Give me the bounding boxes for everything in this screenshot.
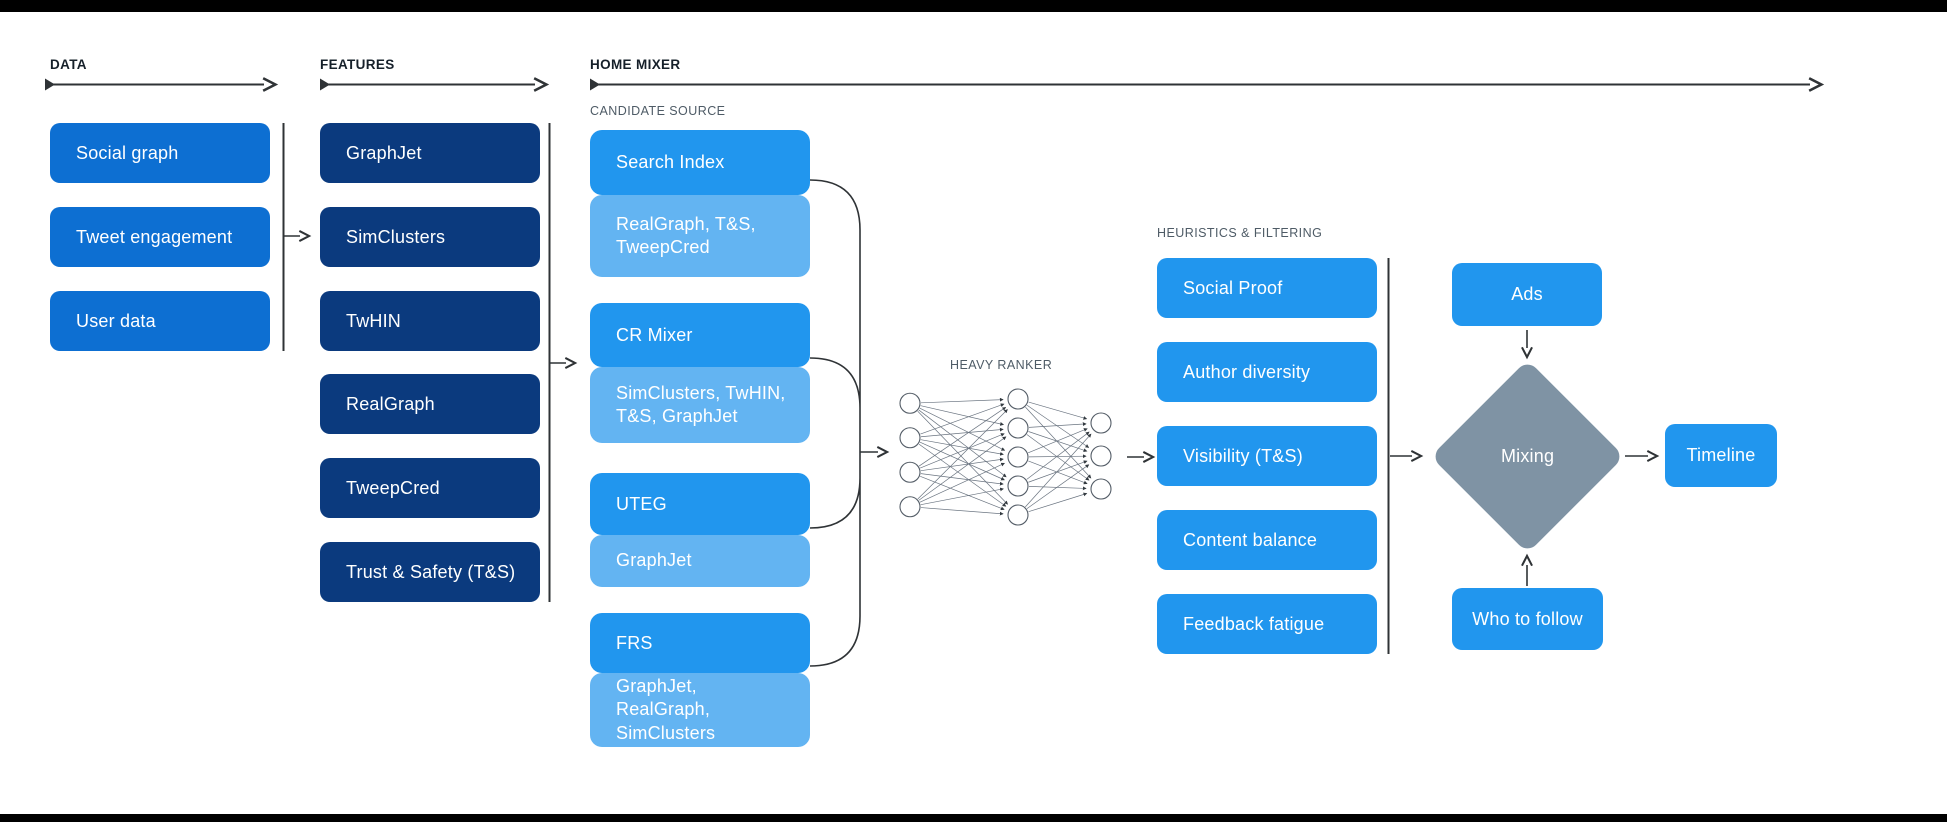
bottom-black-bar <box>0 814 1947 822</box>
node-label: Content balance <box>1183 529 1318 550</box>
node-label: Social Proof <box>1183 277 1283 298</box>
node-trust-safety: Trust & Safety (T&S) <box>320 542 540 602</box>
node-label: Feedback fatigue <box>1183 613 1325 634</box>
node-ads: Ads <box>1452 263 1602 326</box>
node-uteg-sources: GraphJet <box>590 535 810 587</box>
node-label: Visibility (T&S) <box>1183 445 1303 466</box>
node-tweet-engagement: Tweet engagement <box>50 207 270 267</box>
node-who-to-follow: Who to follow <box>1452 588 1603 650</box>
node-sublabel: SimClusters, TwHIN, T&S, GraphJet <box>616 382 786 426</box>
node-social-graph: Social graph <box>50 123 270 183</box>
node-label: Search Index <box>616 152 725 172</box>
node-sublabel: GraphJet, RealGraph, SimClusters <box>616 676 716 743</box>
node-label: Author diversity <box>1183 361 1311 382</box>
section-header-data: DATA <box>50 57 87 72</box>
node-user-data: User data <box>50 291 270 351</box>
node-label: Ads <box>1511 284 1543 304</box>
node-graphjet: GraphJet <box>320 123 540 183</box>
section-header-home-mixer: HOME MIXER <box>590 57 681 72</box>
node-realgraph: RealGraph <box>320 374 540 434</box>
node-author-diversity: Author diversity <box>1157 342 1377 402</box>
node-simclusters: SimClusters <box>320 207 540 267</box>
node-feedback-fatigue: Feedback fatigue <box>1157 594 1377 654</box>
features-header-arrow <box>320 77 550 92</box>
node-timeline: Timeline <box>1665 424 1777 487</box>
node-label: Tweet engagement <box>76 226 233 247</box>
node-label: UTEG <box>616 493 667 514</box>
node-tweepcred: TweepCred <box>320 458 540 518</box>
heavy-ranker-network <box>899 388 1112 526</box>
node-cr-mixer-sources: SimClusters, TwHIN, T&S, GraphJet <box>590 367 810 443</box>
node-label: GraphJet <box>346 142 422 163</box>
node-label: Social graph <box>76 142 179 163</box>
node-visibility-ts: Visibility (T&S) <box>1157 426 1377 486</box>
node-label: TwHIN <box>346 310 401 331</box>
node-twhin: TwHIN <box>320 291 540 351</box>
node-label: Timeline <box>1686 445 1756 465</box>
heavy-ranker-label: HEAVY RANKER <box>950 358 1053 372</box>
candidate-source-label: CANDIDATE SOURCE <box>590 104 726 118</box>
node-label: FRS <box>616 632 653 653</box>
node-label: CR Mixer <box>616 324 693 345</box>
node-cr-mixer: CR Mixer <box>590 303 810 367</box>
node-label: SimClusters <box>346 226 446 247</box>
node-sublabel: RealGraph, T&S, TweepCred <box>616 213 756 257</box>
node-frs-sources: GraphJet, RealGraph, SimClusters <box>590 673 810 747</box>
node-search-index-sources: RealGraph, T&S, TweepCred <box>590 195 810 277</box>
node-frs: FRS <box>590 613 810 673</box>
node-label: User data <box>76 310 156 331</box>
top-black-bar <box>0 0 1947 12</box>
node-label: TweepCred <box>346 477 440 498</box>
node-label: Who to follow <box>1472 608 1583 629</box>
home-mixer-header-arrow <box>590 77 1825 92</box>
node-label: Mixing <box>1500 445 1554 466</box>
node-label: Trust & Safety (T&S) <box>346 561 516 582</box>
node-label: RealGraph <box>346 393 435 414</box>
node-social-proof: Social Proof <box>1157 258 1377 318</box>
node-content-balance: Content balance <box>1157 510 1377 570</box>
node-uteg: UTEG <box>590 473 810 535</box>
mixing-diamond: Mixing <box>1430 359 1624 553</box>
node-search-index: Search Index <box>590 130 810 195</box>
node-sublabel: GraphJet <box>616 550 692 571</box>
heuristics-filtering-label: HEURISTICS & FILTERING <box>1157 226 1323 240</box>
section-header-features: FEATURES <box>320 57 395 72</box>
candidate-bracket <box>809 179 861 667</box>
data-header-arrow <box>45 77 279 92</box>
